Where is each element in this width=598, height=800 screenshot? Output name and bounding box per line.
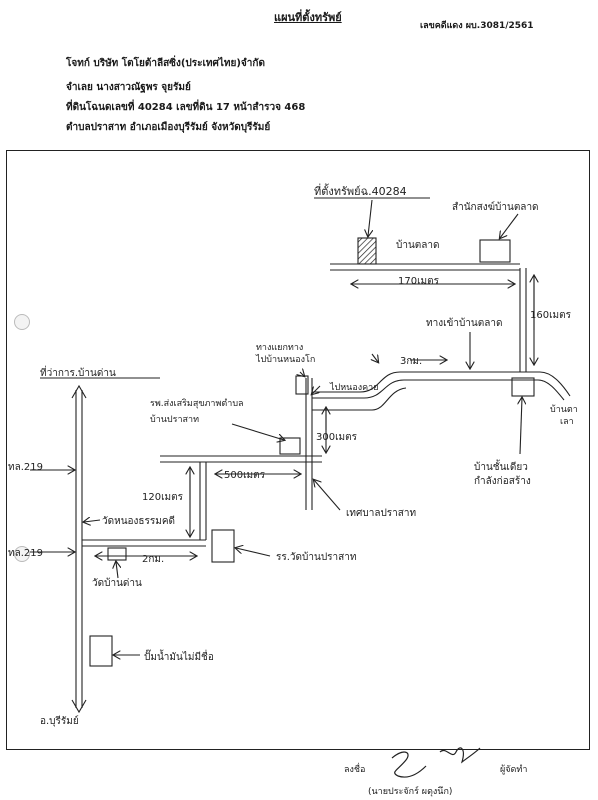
- land-deed-line: ที่ดินโฉนดเลขที่ 40284 เลขที่ดิน 17 หน้า…: [66, 102, 306, 113]
- ban-talat-label: บ้านตลาด: [396, 239, 440, 251]
- page-title: แผนที่ตั้งทรัพย์: [274, 11, 342, 24]
- role-label: ผู้จัดทำ: [500, 765, 528, 775]
- to-nong-khai: ไปหนองคาย: [329, 382, 378, 393]
- school-building: [211, 529, 235, 563]
- property-label: ที่ตั้งทรัพย์ฉ.40284: [314, 183, 407, 198]
- location-line: ตำบลปราสาท อำเภอเมืองบุรีรัมย์ จังหวัดบุ…: [66, 122, 271, 133]
- sign-label: ลงชื่อ: [344, 765, 366, 775]
- signer-name: (นายประจักร์ ผดุงนึก): [368, 787, 453, 797]
- distance-170m: 170เมตร: [398, 276, 440, 287]
- new-house-label-2: กำลังก่อสร้าง: [474, 475, 531, 487]
- temple-ban-duan-label: วัดบ้านด่าน: [92, 577, 142, 589]
- gas-station-label: ปั๊มน้ำมันไม่มีชื่อ: [144, 649, 214, 663]
- temple-ban-duan-building: [107, 547, 127, 561]
- new-house-label-1: บ้านชั้นเดียว: [474, 459, 528, 473]
- plaintiff-line: โจทก์ บริษัท โตโยต้าลีสซิ่ง(ประเทศไทย)จำ…: [66, 58, 265, 69]
- ban-talat-building: [479, 239, 511, 263]
- binder-hole-top: [14, 314, 30, 330]
- distance-300m: 300เมตร: [316, 432, 358, 443]
- temple-nong-label: วัดหนองธรรมคดี: [102, 515, 175, 527]
- office-label: สำนักสงฆ์บ้านตลาด: [452, 201, 539, 213]
- distance-500m: 500เมตร: [224, 470, 266, 481]
- ban-lao-1: บ้านตา: [550, 404, 578, 415]
- highway-219-bottom: ทล.219: [8, 548, 43, 559]
- fork-label-bottom: ไปบ้านหนองโก: [255, 354, 315, 365]
- distance-120m: 120เมตร: [142, 492, 184, 503]
- map-frame: [6, 150, 590, 750]
- highway-219-top: ทล.219: [8, 462, 43, 473]
- ban-lao-2: เลา: [560, 417, 574, 427]
- to-buriram-label: อ.บุรีรัมย์: [40, 715, 79, 727]
- municipality-label: เทศบาลปราสาท: [346, 508, 416, 519]
- defendant-line: จำเลย นางสาวณัฐพร จุยรัมย์: [66, 82, 191, 93]
- gas-station-building: [89, 635, 113, 667]
- hospital-building: [279, 437, 301, 455]
- property-marker: [357, 237, 377, 265]
- signature-mark: [391, 747, 481, 778]
- new-house-building: [511, 377, 535, 397]
- hospital-label-2: บ้านปราสาท: [150, 414, 199, 425]
- fork-label-top: ทางแยกทาง: [256, 343, 303, 353]
- distance-160m: 160เมตร: [530, 310, 572, 321]
- school-label: รร.วัดบ้านปราสาท: [276, 551, 356, 563]
- entrance-label: ทางเข้าบ้านตลาด: [426, 317, 503, 329]
- to-ban-duan-label: ที่ว่าการ.บ้านด่าน: [40, 365, 116, 379]
- case-number: เลขคดีแดง ผบ.3081/2561: [420, 21, 534, 31]
- road-3km: 3กม.: [400, 356, 422, 367]
- hospital-label-1: รพ.ส่งเสริมสุขภาพตำบล: [150, 398, 244, 409]
- binder-hole-bottom: [14, 546, 30, 562]
- road-2km: 2กม.: [142, 554, 164, 565]
